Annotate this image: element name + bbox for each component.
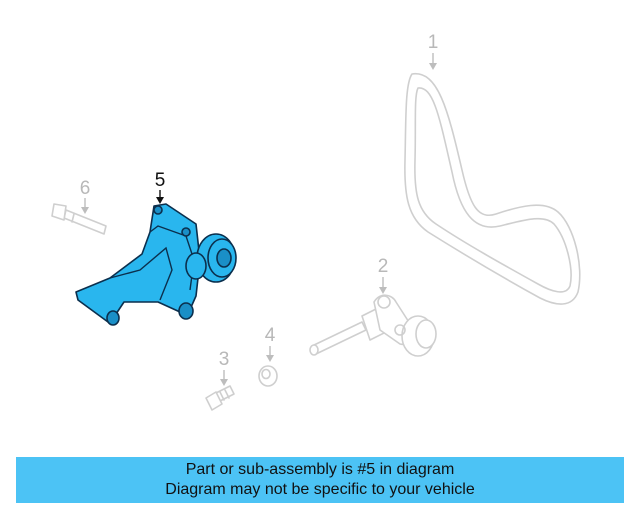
callout-3: 3	[219, 349, 230, 386]
callout-1: 1	[428, 32, 439, 70]
callout-5: 5	[155, 170, 166, 204]
info-banner: Part or sub-assembly is #5 in diagram Di…	[16, 457, 624, 503]
part-3-bolt[interactable]	[205, 385, 235, 411]
callout-5-label: 5	[155, 170, 166, 191]
callout-4-label: 4	[265, 325, 276, 346]
callout-6: 6	[80, 178, 91, 214]
part-1-drive-belt[interactable]	[404, 73, 581, 305]
callout-2-label: 2	[378, 256, 389, 277]
banner-line-2: Diagram may not be specific to your vehi…	[165, 481, 475, 498]
callout-1-label: 1	[428, 32, 439, 53]
part-5-idler-bracket[interactable]	[75, 203, 237, 326]
banner-line-1: Part or sub-assembly is #5 in diagram	[185, 461, 455, 478]
part-4-spacer[interactable]	[258, 365, 278, 387]
callout-3-label: 3	[219, 349, 230, 370]
callout-2: 2	[378, 256, 389, 294]
callout-6-label: 6	[80, 178, 91, 199]
part-2-tensioner[interactable]	[309, 294, 437, 357]
parts-diagram: 1 2 3 4	[51, 32, 581, 411]
callout-4: 4	[265, 325, 276, 362]
part-6-bolt[interactable]	[51, 203, 107, 235]
